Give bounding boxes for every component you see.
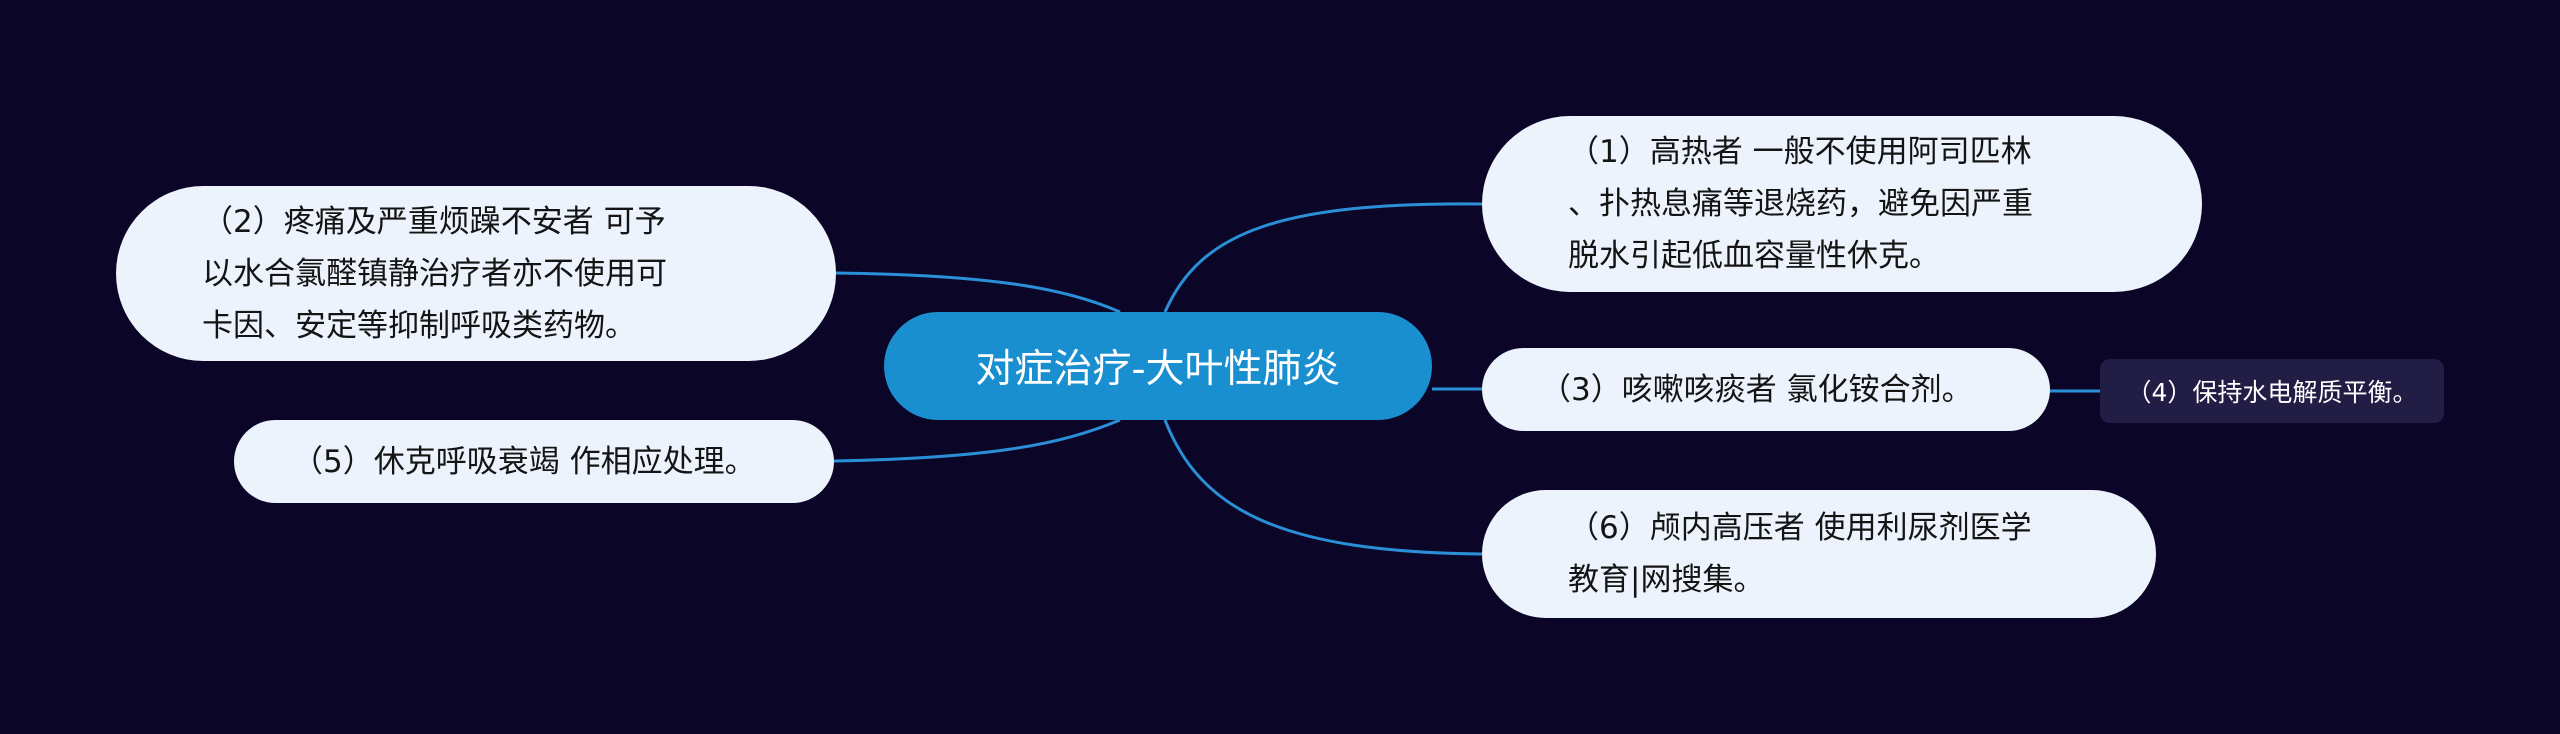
topic-intracranial-pressure-line-2: 教育|网搜集。 [1568,562,1765,598]
connector-root-n1 [1163,202,1483,313]
topic-high-fever-line-3: 脱水引起低血容量性休克。 [1568,238,1940,274]
topic-intracranial-pressure-text: （6）颅内高压者 使用利尿剂医学 教育|网搜集。 [1568,502,2032,606]
root-topic-label: 对症治疗-大叶性肺炎 [975,347,1341,392]
topic-high-fever-line-2: 、扑热息痛等退烧药，避免因严重 [1568,186,2033,222]
subtopic-electrolyte-balance[interactable]: （4）保持水电解质平衡。 [2100,359,2444,423]
topic-pain-restlessness-line-2: 以水合氯醛镇静治疗者亦不使用可 [202,255,667,292]
topic-high-fever-text: （1）高热者 一般不使用阿司匹林 、扑热息痛等退烧药，避免因严重 脱水引起低血容… [1568,126,2033,282]
topic-high-fever[interactable]: （1）高热者 一般不使用阿司匹林 、扑热息痛等退烧药，避免因严重 脱水引起低血容… [1482,116,2202,292]
topic-high-fever-line-1: （1）高热者 一般不使用阿司匹林 [1568,134,2032,170]
topic-cough-sputum-label: （3）咳嗽咳痰者 氯化铵合剂。 [1540,371,1973,408]
connector-root-n5 [833,418,1121,463]
topic-pain-restlessness[interactable]: （2）疼痛及严重烦躁不安者 可予 以水合氯醛镇静治疗者亦不使用可 卡因、安定等抑… [116,186,836,361]
topic-shock-respiratory-failure-label: （5）休克呼吸衰竭 作相应处理。 [292,443,756,480]
subtopic-electrolyte-balance-label: （4）保持水电解质平衡。 [2126,378,2418,407]
topic-pain-restlessness-text: （2）疼痛及严重烦躁不安者 可予 以水合氯醛镇静治疗者亦不使用可 卡因、安定等抑… [202,196,667,352]
topic-cough-sputum[interactable]: （3）咳嗽咳痰者 氯化铵合剂。 [1482,348,2050,431]
topic-shock-respiratory-failure[interactable]: （5）休克呼吸衰竭 作相应处理。 [234,420,834,503]
connector-root-n2 [835,271,1121,314]
topic-pain-restlessness-line-3: 卡因、安定等抑制呼吸类药物。 [202,307,636,344]
topic-intracranial-pressure[interactable]: （6）颅内高压者 使用利尿剂医学 教育|网搜集。 [1482,490,2156,618]
topic-pain-restlessness-line-1: （2）疼痛及严重烦躁不安者 可予 [202,203,666,240]
root-topic[interactable]: 对症治疗-大叶性肺炎 [884,312,1432,420]
topic-intracranial-pressure-line-1: （6）颅内高压者 使用利尿剂医学 [1568,510,2032,546]
connector-root-n6 [1163,419,1483,556]
